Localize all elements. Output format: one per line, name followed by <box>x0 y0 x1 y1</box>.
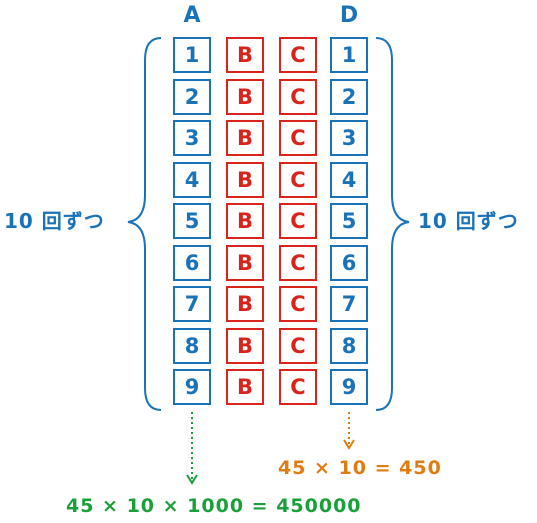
column-c-box: C <box>279 203 317 239</box>
column-d-box: 8 <box>330 328 368 364</box>
column-a-box: 8 <box>173 328 211 364</box>
column-a-box: 3 <box>173 120 211 156</box>
column-a-header: A <box>183 3 201 28</box>
right-brace <box>375 37 410 411</box>
column-c-box: C <box>279 245 317 281</box>
column-b-box: B <box>226 120 264 156</box>
column-a-box: 9 <box>173 369 211 405</box>
formula-a: 45 × 10 × 1000 = 450000 <box>66 495 362 517</box>
arrow-a-head <box>186 474 198 485</box>
column-a-box: 7 <box>173 286 211 322</box>
left-brace <box>127 37 162 411</box>
column-a-box: 4 <box>173 162 211 198</box>
column-a-box: 1 <box>173 37 211 73</box>
column-b-box: B <box>226 79 264 115</box>
column-a-box: 2 <box>173 79 211 115</box>
column-c-box: C <box>279 37 317 73</box>
column-c-box: C <box>279 120 317 156</box>
arrow-d-head <box>343 439 355 450</box>
column-b-box: B <box>226 203 264 239</box>
formula-d: 45 × 10 = 450 <box>278 457 442 479</box>
column-d-box: 9 <box>330 369 368 405</box>
column-d-box: 2 <box>330 79 368 115</box>
column-d-box: 3 <box>330 120 368 156</box>
column-c-box: C <box>279 162 317 198</box>
column-d-box: 1 <box>330 37 368 73</box>
column-c-box: C <box>279 286 317 322</box>
column-b-box: B <box>226 245 264 281</box>
column-c-box: C <box>279 79 317 115</box>
right-side-label: 10 回ずつ <box>418 209 519 233</box>
column-a-box: 6 <box>173 245 211 281</box>
column-d-header: D <box>339 3 359 28</box>
column-b-box: B <box>226 369 264 405</box>
column-b-box: B <box>226 162 264 198</box>
column-c-box: C <box>279 328 317 364</box>
column-b-box: B <box>226 286 264 322</box>
column-d-box: 5 <box>330 203 368 239</box>
column-d-box: 7 <box>330 286 368 322</box>
column-d-box: 6 <box>330 245 368 281</box>
left-side-label: 10 回ずつ <box>4 209 105 233</box>
column-b-box: B <box>226 37 264 73</box>
column-b-box: B <box>226 328 264 364</box>
column-d-box: 4 <box>330 162 368 198</box>
column-a-box: 5 <box>173 203 211 239</box>
column-c-box: C <box>279 369 317 405</box>
